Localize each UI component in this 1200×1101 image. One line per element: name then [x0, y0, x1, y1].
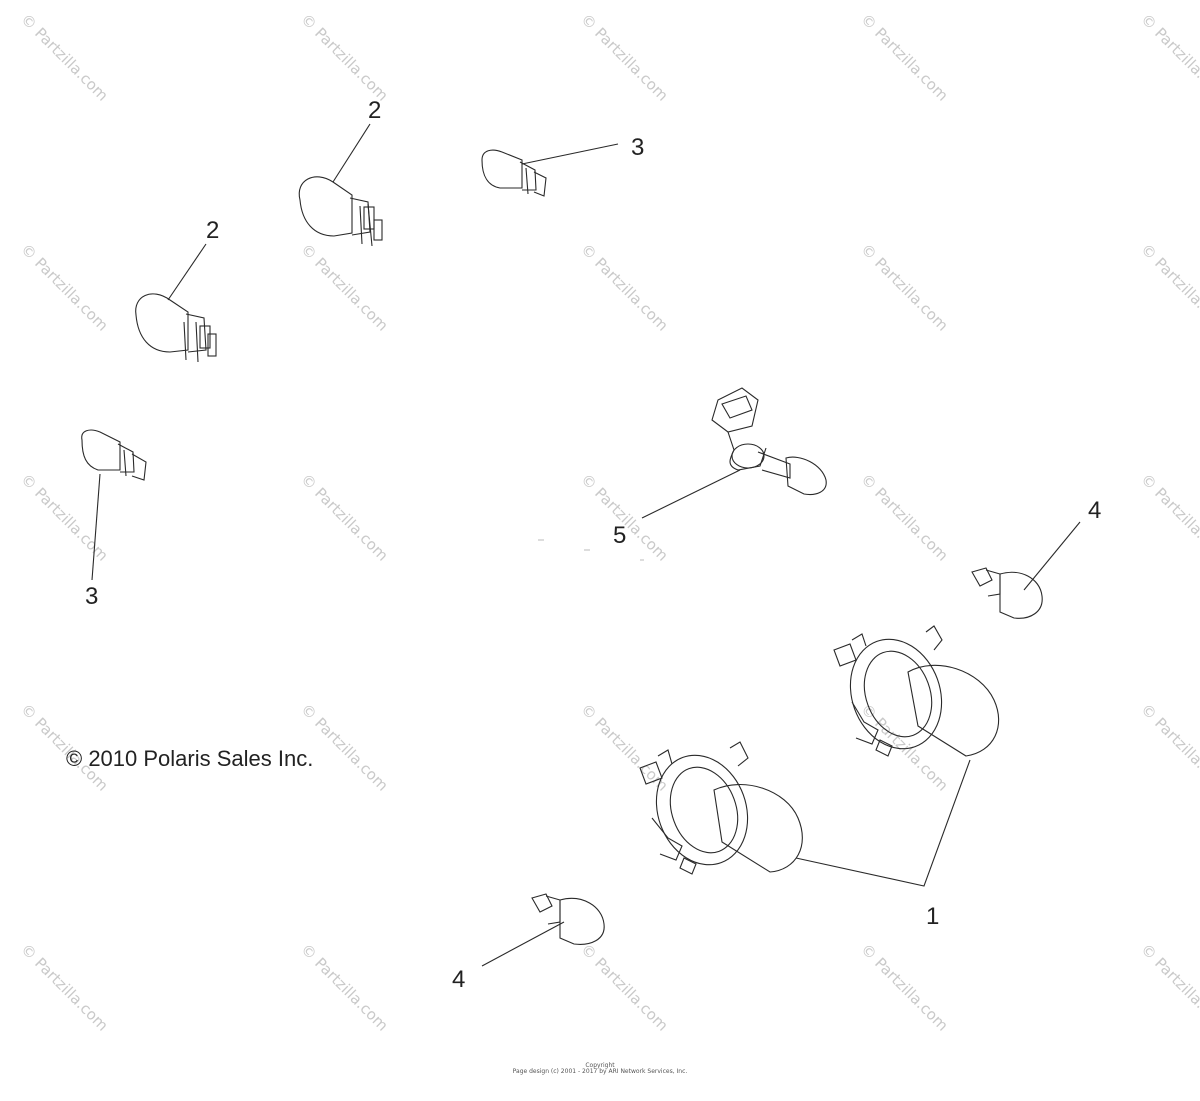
- callout-3-lower[interactable]: 3: [85, 583, 98, 610]
- watermark-text: © Partzilla.com: [857, 240, 952, 335]
- copyright-notice: © 2010 Polaris Sales Inc.: [66, 746, 314, 771]
- watermark-text: © Partzilla.com: [857, 940, 952, 1035]
- bulb-part-3-upper[interactable]: [481, 149, 547, 197]
- watermark-text: © Partzilla.com: [1137, 10, 1200, 105]
- watermark-text: © Partzilla.com: [857, 470, 952, 565]
- watermark-text: © Partzilla.com: [1137, 240, 1200, 335]
- watermark-text: © Partzilla.com: [17, 470, 112, 565]
- callout-4-lower[interactable]: 4: [452, 966, 465, 993]
- headlight-bulb-part-1-upper[interactable]: [833, 625, 1000, 762]
- bulb-part-4-lower[interactable]: [531, 893, 605, 945]
- watermark-layer: © Partzilla.com © Partzilla.com © Partzill…: [17, 10, 1200, 1035]
- watermark-text: © Partzilla.com: [297, 470, 392, 565]
- watermark-text: © Partzilla.com: [577, 470, 672, 565]
- watermark-text: © Partzilla.com: [17, 940, 112, 1035]
- callout-5[interactable]: 5: [613, 522, 626, 549]
- callout-2-lower[interactable]: 2: [206, 217, 219, 244]
- watermark-text: © Partzilla.com: [577, 700, 672, 795]
- watermark-text: © Partzilla.com: [577, 10, 672, 105]
- watermark-text: © Partzilla.com: [17, 10, 112, 105]
- watermark-text: © Partzilla.com: [17, 240, 112, 335]
- watermark-text: © Partzilla.com: [1137, 940, 1200, 1035]
- bulb-part-3-lower[interactable]: [81, 429, 147, 481]
- watermark-text: © Partzilla.com: [297, 10, 392, 105]
- callout-2-upper[interactable]: 2: [368, 97, 381, 124]
- stray-marks: [538, 539, 644, 561]
- watermark-text: © Partzilla.com: [577, 940, 672, 1035]
- watermark-text: © Partzilla.com: [1137, 470, 1200, 565]
- bulb-part-2-upper[interactable]: [298, 176, 383, 247]
- watermark-text: © Partzilla.com: [857, 10, 952, 105]
- watermark-text: © Partzilla.com: [297, 240, 392, 335]
- leader-lines: [91, 123, 1081, 967]
- callout-3-upper[interactable]: 3: [631, 134, 644, 161]
- watermark-text: © Partzilla.com: [857, 700, 952, 795]
- footer-page-design: Page design (c) 2001 - 2017 by ARI Netwo…: [512, 1068, 688, 1075]
- watermark-text: © Partzilla.com: [1137, 700, 1200, 795]
- callout-1[interactable]: 1: [926, 903, 939, 930]
- bulb-part-2-lower[interactable]: [135, 293, 217, 363]
- callout-4-right[interactable]: 4: [1088, 497, 1101, 524]
- watermark-text: © Partzilla.com: [297, 940, 392, 1035]
- footer-copyright-label: Copyright: [585, 1062, 615, 1069]
- bulb-part-5[interactable]: [711, 387, 827, 496]
- headlight-bulb-part-1-lower[interactable]: [639, 741, 803, 878]
- watermark-text: © Partzilla.com: [577, 240, 672, 335]
- bulb-part-4-right[interactable]: [971, 567, 1043, 619]
